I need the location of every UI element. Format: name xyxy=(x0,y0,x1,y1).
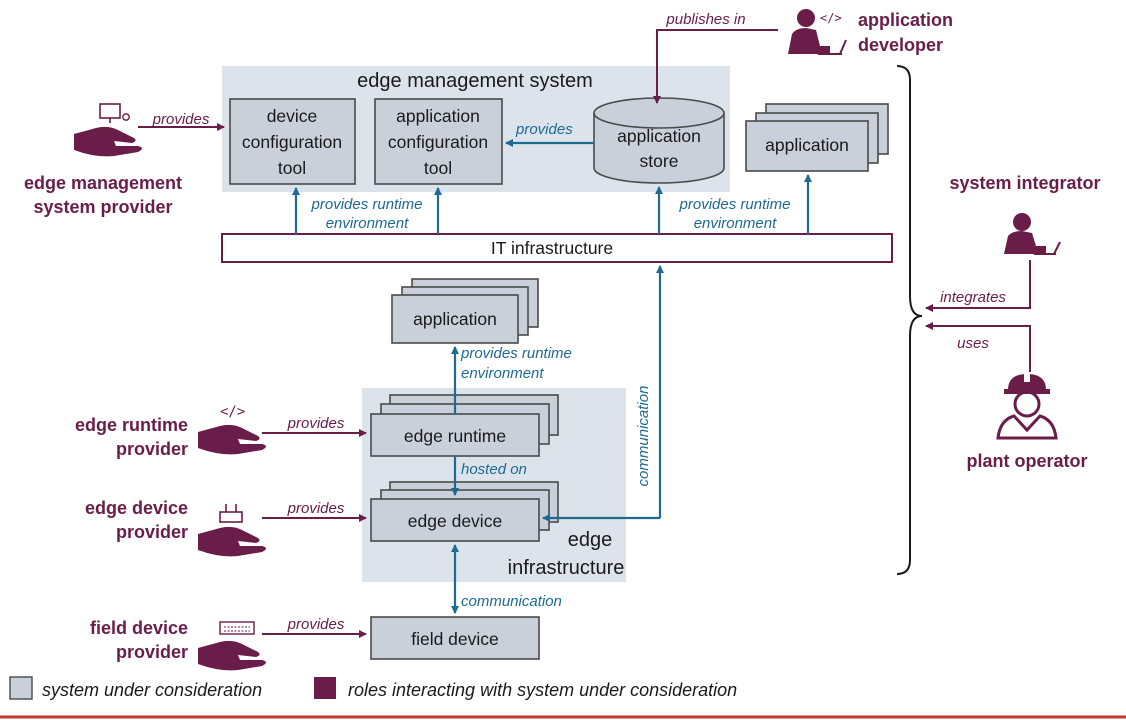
field-device-box xyxy=(370,616,540,660)
uses-label: uses xyxy=(957,335,989,352)
application-top-stack xyxy=(745,103,889,172)
plant-operator-label: plant operator xyxy=(966,451,1087,471)
field-device-label: field device xyxy=(411,629,499,649)
edge-device-label: edge device xyxy=(408,511,502,531)
emsp-line1: edge management xyxy=(24,173,182,193)
stakeholder-brace xyxy=(896,65,923,575)
publishes-in-arrow xyxy=(653,29,778,104)
application-developer-line2: developer xyxy=(858,35,943,55)
runtime-left-line1: provides runtime xyxy=(311,196,423,213)
legend-system-swatch xyxy=(9,676,33,700)
application-store-line1: application xyxy=(617,126,701,146)
runtime-left-line2: environment xyxy=(326,215,409,232)
device-configuration-tool-box xyxy=(229,98,356,185)
runtime-mid-line1: provides runtime xyxy=(460,345,572,362)
hand-code-icon: </> xyxy=(198,404,266,455)
svg-text:</>: </> xyxy=(820,11,842,25)
runtime-provides-label: provides xyxy=(287,415,345,432)
emsp-provides-label: provides xyxy=(152,111,210,128)
publishes-in-label: publishes in xyxy=(665,11,745,28)
application-mid-stack xyxy=(391,278,539,344)
legend-system-label: system under consideration xyxy=(42,680,262,700)
device-configuration-tool-line3: tool xyxy=(278,158,306,178)
device-provides-label: provides xyxy=(287,500,345,517)
runtime-right-line1: provides runtime xyxy=(679,196,791,213)
communication-vertical-label: communication xyxy=(635,386,652,487)
runtime-right-line2: environment xyxy=(694,215,777,232)
application-store-line2: store xyxy=(640,151,679,171)
device-configuration-tool-line1: device xyxy=(267,106,318,126)
application-developer-line1: application xyxy=(858,10,953,30)
it-infrastructure-label: IT infrastructure xyxy=(491,238,613,258)
store-provides-label: provides xyxy=(515,121,573,138)
application-developer-icon: </> xyxy=(788,9,847,55)
edge-runtime-provider-line1: edge runtime xyxy=(75,415,188,435)
application-configuration-tool-line3: tool xyxy=(424,158,452,178)
application-store-cylinder xyxy=(593,97,725,184)
runtime-mid-line2: environment xyxy=(461,365,544,382)
field-device-provider-line1: field device xyxy=(90,618,188,638)
edge-runtime-stack xyxy=(370,394,559,457)
device-configuration-tool-line2: configuration xyxy=(242,132,342,152)
edge-runtime-label: edge runtime xyxy=(404,426,506,446)
integrates-label: integrates xyxy=(940,289,1006,306)
legend-roles-swatch xyxy=(314,677,336,699)
hand-monitor-icon xyxy=(74,103,142,157)
edge-device-provider-line2: provider xyxy=(116,522,188,542)
hosted-on-label: hosted on xyxy=(461,461,527,478)
legend-roles-label: roles interacting with system under cons… xyxy=(348,680,737,700)
it-infrastructure-bar xyxy=(221,233,893,263)
worker-helmet-icon xyxy=(996,372,1058,440)
edge-management-system-title: edge management system xyxy=(357,70,593,92)
field-device-provider-line2: provider xyxy=(116,642,188,662)
emsp-line2: system provider xyxy=(33,197,172,217)
integrates-arrow xyxy=(925,260,1031,312)
system-integrator-icon xyxy=(1004,213,1061,255)
communication-field-label: communication xyxy=(461,593,562,610)
system-integrator-label: system integrator xyxy=(949,173,1100,193)
edge-device-stack xyxy=(370,481,559,542)
svg-text:</>: </> xyxy=(220,404,245,420)
edge-infrastructure-label-line1: edge xyxy=(568,529,613,551)
application-configuration-tool-line2: configuration xyxy=(388,132,488,152)
application-top-label: application xyxy=(765,135,849,155)
edge-runtime-provider-line2: provider xyxy=(116,439,188,459)
hand-router-icon xyxy=(198,504,266,557)
uses-arrow xyxy=(925,322,1031,372)
field-provides-label: provides xyxy=(287,616,345,633)
hand-keyboard-icon xyxy=(198,621,266,671)
application-mid-label: application xyxy=(413,309,497,329)
edge-device-provider-line1: edge device xyxy=(85,498,188,518)
application-configuration-tool-box xyxy=(374,98,503,185)
edge-infrastructure-label-line2: infrastructure xyxy=(508,557,625,579)
application-configuration-tool-line1: application xyxy=(396,106,480,126)
